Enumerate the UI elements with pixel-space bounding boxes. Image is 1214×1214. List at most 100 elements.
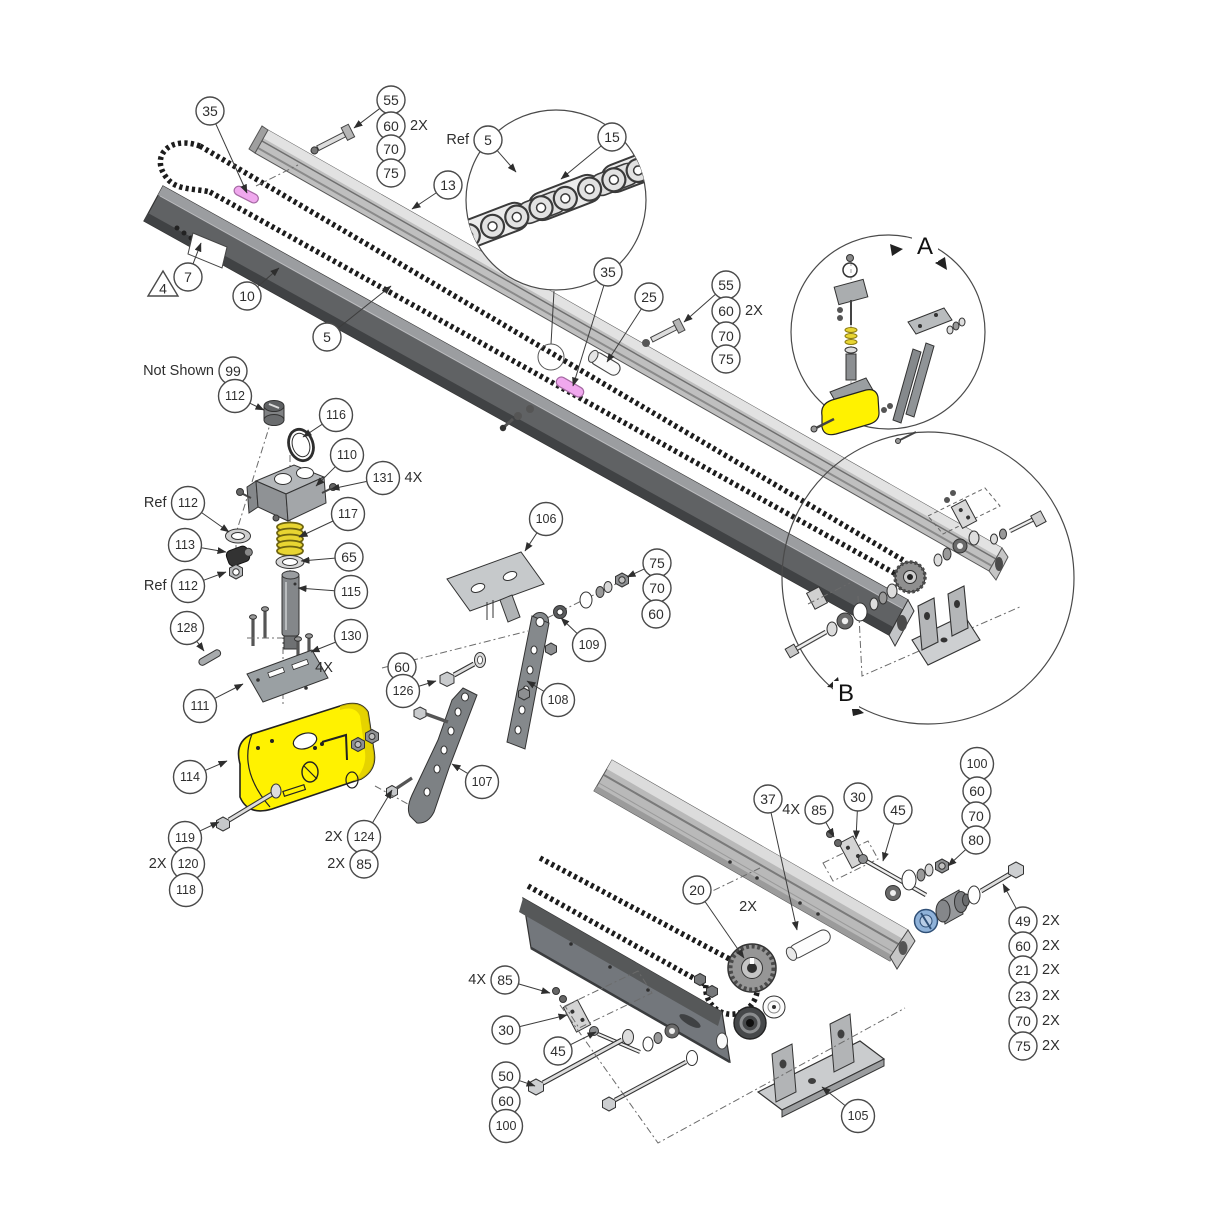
bolt-100-lower [602, 1050, 698, 1112]
svg-text:15: 15 [604, 129, 620, 145]
door-arm-107 [407, 687, 478, 824]
svg-text:120: 120 [178, 857, 199, 871]
callout-119: 119 [167, 820, 220, 856]
svg-text:4X: 4X [405, 470, 423, 486]
callout-107: 107 [451, 763, 500, 800]
callout-70: 70 [642, 573, 672, 603]
svg-text:75: 75 [383, 165, 399, 181]
svg-text:75: 75 [649, 555, 665, 571]
lower-rail-assembly [519, 759, 1024, 1144]
master-link-35-mid [555, 376, 585, 398]
svg-text:75: 75 [718, 351, 734, 367]
rail-10-lower [143, 185, 915, 648]
svg-text:100: 100 [967, 757, 988, 771]
callout-30: 30 [491, 1013, 568, 1045]
svg-text:13: 13 [440, 177, 456, 193]
callout-70: 70 [711, 321, 741, 351]
svg-text:10: 10 [239, 288, 255, 304]
svg-text:35: 35 [600, 264, 616, 280]
svg-text:Ref: Ref [144, 578, 168, 594]
svg-text:126: 126 [393, 684, 414, 698]
svg-text:2X: 2X [1042, 1038, 1060, 1054]
o-ring-116 [287, 427, 315, 463]
spool-pulley [935, 889, 970, 925]
svg-text:65: 65 [341, 549, 357, 565]
svg-text:B: B [838, 680, 854, 707]
svg-text:105: 105 [848, 1109, 869, 1123]
callout-30: 30 [843, 782, 873, 840]
svg-text:70: 70 [718, 328, 734, 344]
bolt-55-mid [649, 317, 686, 343]
svg-text:7: 7 [184, 269, 192, 285]
callout-75: 75 [711, 344, 741, 374]
nut-stack-75-70-60 [579, 572, 629, 609]
svg-text:2X: 2X [1042, 938, 1060, 954]
bolt-126 [439, 652, 486, 688]
callout-75: 75 2X [1008, 1031, 1060, 1061]
svg-text:112: 112 [178, 496, 198, 510]
callout-116: 116 [302, 397, 354, 438]
callout-106: 106 [524, 501, 564, 552]
callout-4x-85: 85 4X [782, 795, 835, 838]
svg-text:128: 128 [177, 621, 198, 635]
qty-text: 2X [739, 899, 757, 915]
callout-70: 70 [961, 801, 991, 831]
svg-text:75: 75 [1015, 1038, 1031, 1054]
nut-ref-112 [229, 563, 243, 580]
svg-text:130: 130 [341, 629, 362, 643]
sprocket-20 [727, 943, 777, 993]
svg-text:85: 85 [811, 802, 827, 818]
svg-text:70: 70 [383, 141, 399, 157]
svg-text:4X: 4X [468, 972, 486, 988]
callout-111: 111 [182, 683, 244, 724]
chain-reference-circle [537, 343, 565, 371]
svg-text:5: 5 [323, 329, 331, 345]
svg-text:2X: 2X [1042, 913, 1060, 929]
svg-text:Not Shown: Not Shown [143, 363, 214, 379]
trolley-114 [237, 702, 376, 812]
rod-45-upper [858, 854, 928, 897]
bolt-119 [216, 783, 282, 832]
callout-105: 105 [821, 1086, 876, 1134]
svg-text:60: 60 [718, 303, 734, 319]
svg-text:25: 25 [641, 289, 657, 305]
callout-4: 4 [146, 269, 180, 297]
callout-45: 45 [543, 1031, 597, 1066]
svg-text:107: 107 [472, 775, 493, 789]
detail-view-a [790, 234, 986, 444]
door-arm-108 [506, 612, 550, 750]
svg-text:4X: 4X [782, 802, 800, 818]
svg-text:2X: 2X [327, 856, 345, 872]
qty-text: 4X [315, 660, 333, 676]
svg-text:116: 116 [326, 408, 346, 422]
callout-20: 20 [682, 875, 745, 959]
svg-text:70: 70 [649, 580, 665, 596]
washer-ref-112 [225, 528, 251, 544]
svg-text:50: 50 [498, 1068, 514, 1084]
callout-35: 35 [195, 96, 248, 194]
callout-109: 109 [560, 617, 607, 663]
master-link-35-top [233, 185, 259, 204]
callout-100: 100 [488, 1108, 524, 1144]
callout-112: 112 [217, 378, 265, 414]
callout-75: 75 [626, 548, 672, 578]
svg-text:23: 23 [1015, 988, 1031, 1004]
svg-text:99: 99 [225, 363, 241, 379]
chain-5 [157, 140, 905, 577]
svg-text:20: 20 [689, 882, 705, 898]
svg-text:117: 117 [338, 507, 358, 521]
trolley-release-assembly [225, 400, 337, 650]
svg-text:70: 70 [1015, 1013, 1031, 1029]
washer-65 [275, 555, 305, 569]
callout-60: 60 [641, 599, 671, 629]
svg-text:55: 55 [383, 92, 399, 108]
callout-10: 10 [232, 267, 280, 311]
svg-text:37: 37 [760, 791, 776, 807]
